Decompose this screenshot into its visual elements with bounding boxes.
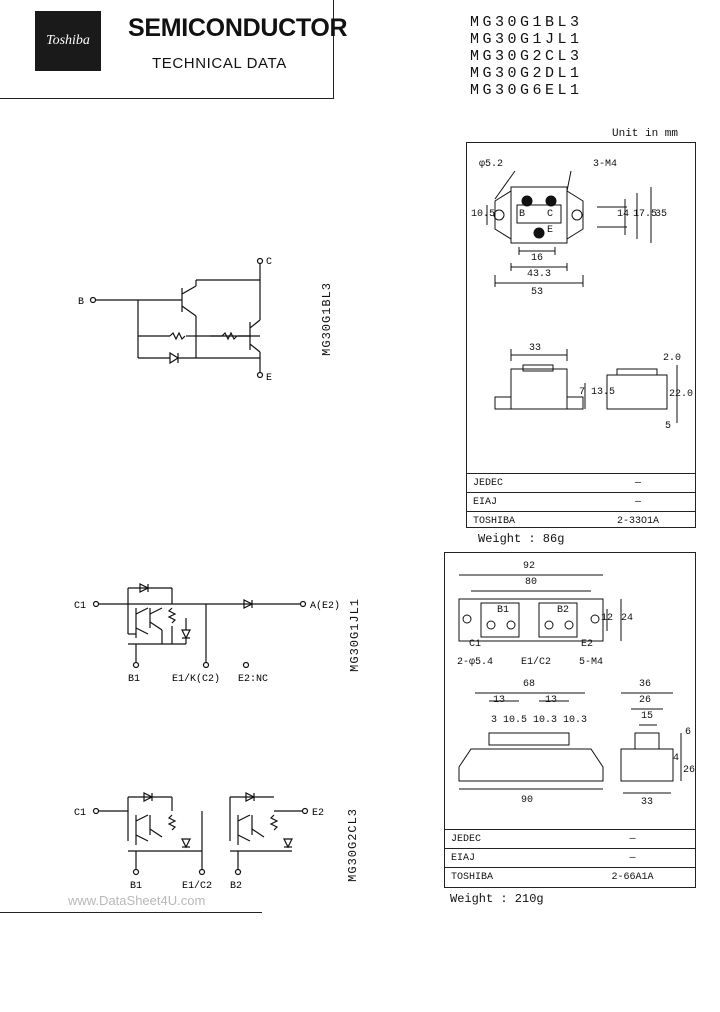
- table-cell-value: 2-33O1A: [581, 511, 695, 530]
- part-number-list: MG30G1BL3 MG30G1JL1 MG30G2CL3 MG30G2DL1 …: [470, 14, 583, 99]
- table-row: TOSHIBA 2-33O1A: [467, 511, 695, 530]
- dim-26: 26: [639, 695, 652, 706]
- dim-7: 7: [579, 387, 586, 398]
- terminal-c1-mark: C1: [469, 639, 482, 650]
- table-cell-label: EIAJ: [467, 492, 581, 512]
- circuit-1-id: MG30G1BL3: [320, 282, 334, 356]
- part-number: MG30G1JL1: [470, 31, 583, 48]
- table-cell-label: EIAJ: [445, 848, 570, 868]
- table-row: JEDEC —: [467, 473, 695, 493]
- circuit-2-id: MG30G1JL1: [348, 598, 362, 672]
- dim-36: 36: [639, 679, 652, 690]
- table-cell-label: JEDEC: [467, 473, 581, 493]
- watermark: www.DataSheet4U.com: [68, 893, 206, 908]
- table-cell-value: —: [570, 829, 695, 849]
- dim-92: 92: [523, 561, 536, 572]
- table-cell-value: 2-66A1A: [570, 867, 695, 886]
- part-number: MG30G6EL1: [470, 82, 583, 99]
- terminal-c1-label: C1: [74, 601, 86, 612]
- dim-screw: 3-M4: [593, 159, 618, 170]
- dim-12: 12: [601, 613, 614, 624]
- table-cell-label: TOSHIBA: [445, 867, 570, 886]
- dim-17: 17.5: [633, 209, 658, 220]
- table-row: TOSHIBA 2-66A1A: [445, 867, 695, 886]
- terminal-b-label: B: [78, 297, 84, 308]
- dim-35: 35: [655, 209, 668, 220]
- dim-90: 90: [521, 795, 534, 806]
- table-cell-label: JEDEC: [445, 829, 570, 849]
- dim-33: 33: [529, 343, 542, 354]
- dim-2: 2.0: [663, 353, 682, 364]
- terminal-e1c2-label: E1/C2: [182, 880, 212, 892]
- dim-26b: 26: [683, 765, 696, 776]
- circuit-3-id: MG30G2CL3: [346, 808, 360, 882]
- table-row: EIAJ —: [445, 848, 695, 868]
- package-1-table: JEDEC — EIAJ — TOSHIBA 2-33O1A: [467, 473, 695, 530]
- dim-screw: 5-M4: [579, 657, 604, 668]
- terminal-a-label: A(E2): [310, 600, 340, 612]
- terminal-b2-mark: B2: [557, 605, 570, 616]
- terminal-e2-label: E2:NC: [238, 674, 268, 685]
- package-1-frame: φ5.2 3-M4 16 43.3 53 10.5 14 17.5 35 33 …: [466, 142, 696, 530]
- circuit-diagram-2: C1 B1 E1/K(C2) E2:NC A(E2): [74, 583, 340, 685]
- terminal-c-mark: C: [547, 209, 554, 220]
- dim-e1c2: E1/C2: [521, 657, 552, 668]
- circuit-diagram-1: B C E: [78, 257, 272, 384]
- dim-53: 53: [531, 287, 544, 298]
- dim-33: 33: [641, 797, 654, 808]
- dim-43: 43.3: [527, 269, 552, 280]
- dim-24: 24: [621, 613, 634, 624]
- dim-6: 6: [685, 727, 692, 738]
- header-frame: [0, 0, 334, 99]
- part-number: MG30G1BL3: [470, 14, 583, 31]
- dim-13: 13.5: [591, 387, 616, 398]
- dim-16: 16: [531, 253, 544, 264]
- terminal-b-mark: B: [519, 209, 526, 220]
- dim-4: 4: [673, 753, 680, 764]
- dim-68: 68: [523, 679, 536, 690]
- toshiba-logo: Toshiba: [35, 11, 101, 71]
- terminal-e2-label: E2: [312, 808, 324, 819]
- terminal-c-label: C: [266, 257, 272, 268]
- dim-80: 80: [525, 577, 538, 588]
- dim-13b: 13: [545, 695, 558, 706]
- package-2-table: JEDEC — EIAJ — TOSHIBA 2-66A1A: [445, 829, 695, 886]
- terminal-b1-mark: B1: [497, 605, 510, 616]
- terminal-b1-label: B1: [130, 881, 142, 892]
- package-2-drawing: [458, 574, 682, 794]
- dim-hole: φ5.2: [479, 159, 504, 170]
- dim-22: 22.0: [669, 389, 694, 400]
- table-cell-label: TOSHIBA: [467, 511, 581, 530]
- page-title: SEMICONDUCTOR: [128, 14, 348, 42]
- terminal-b2-label: B2: [230, 881, 242, 892]
- package-2-weight: Weight : 210g: [450, 892, 544, 906]
- dim-15: 15: [641, 711, 654, 722]
- dim-sub: 3 10.5 10.3 10.3: [491, 715, 588, 726]
- package-1-weight: Weight : 86g: [478, 532, 565, 546]
- terminal-c1-label: C1: [74, 808, 86, 819]
- table-cell-value: —: [581, 473, 695, 493]
- table-row: JEDEC —: [445, 829, 695, 849]
- part-number: MG30G2DL1: [470, 65, 583, 82]
- units-note: Unit in mm: [612, 128, 679, 140]
- terminal-e2-mark: E2: [581, 639, 594, 650]
- terminal-e-mark: E: [547, 225, 554, 236]
- footer-divider: [0, 912, 262, 913]
- dim-13a: 13: [493, 695, 506, 706]
- package-2-frame: 92 80 12 24 2-φ5.4 E1/C2 5-M4 68 13 13 3…: [444, 552, 696, 888]
- part-number: MG30G2CL3: [470, 48, 583, 65]
- table-cell-value: —: [581, 492, 695, 512]
- package-1-drawing: [486, 170, 678, 423]
- page-subtitle: TECHNICAL DATA: [152, 55, 287, 72]
- circuit-diagram-3: C1 B1 E1/C2 B2 E2: [74, 792, 324, 892]
- dim-10: 10.5: [471, 209, 496, 220]
- terminal-e1k-label: E1/K(C2): [172, 673, 220, 685]
- table-cell-value: —: [570, 848, 695, 868]
- dim-14: 14: [617, 209, 630, 220]
- terminal-b1-label: B1: [128, 674, 140, 685]
- dim-5: 5: [665, 421, 672, 432]
- dim-holes: 2-φ5.4: [457, 657, 494, 668]
- terminal-e-label: E: [266, 373, 272, 384]
- table-row: EIAJ —: [467, 492, 695, 512]
